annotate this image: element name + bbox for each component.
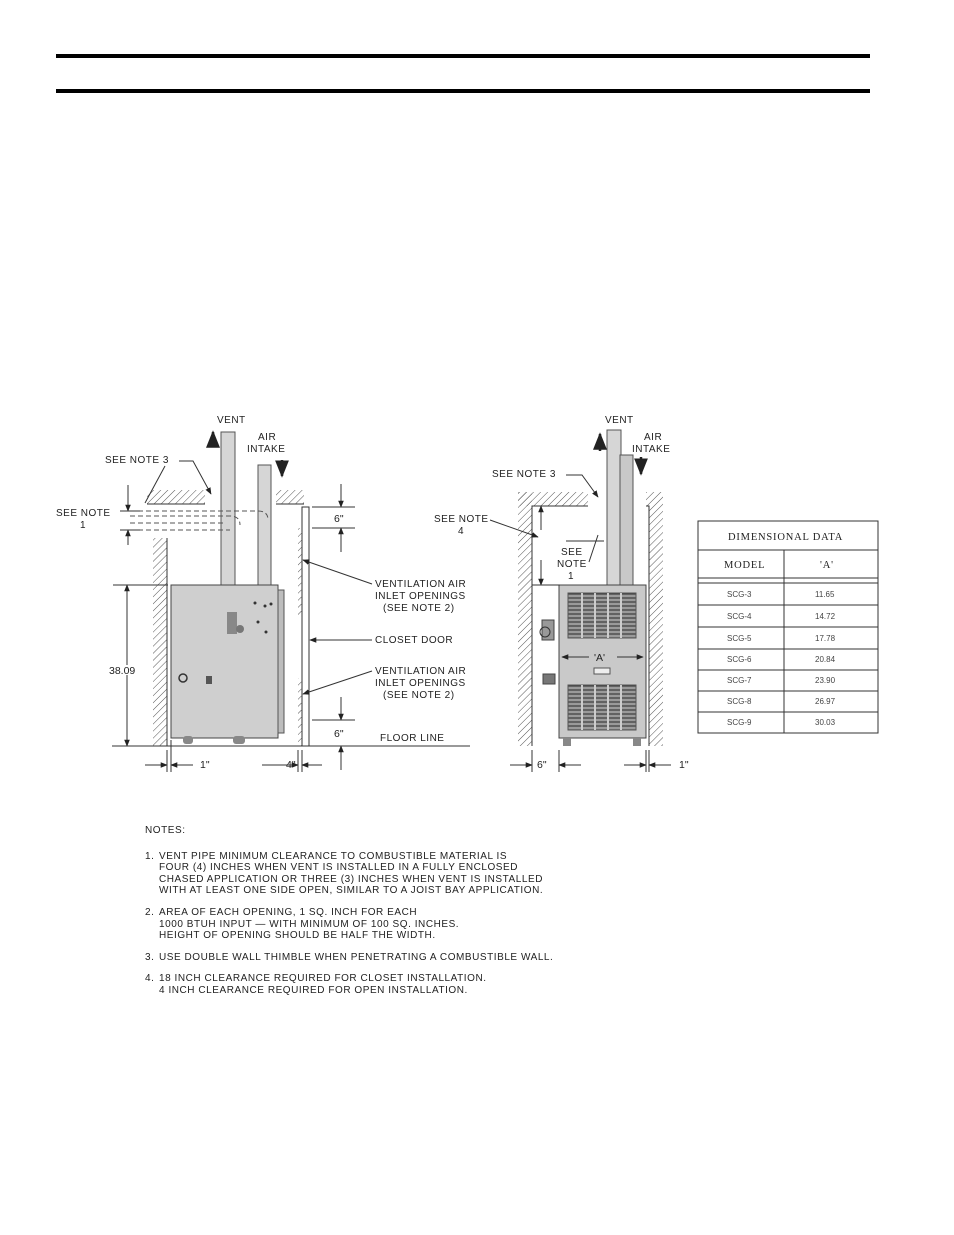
table-cell-a: 14.72: [815, 612, 836, 621]
note-line: 1000 BTUH INPUT — WITH MINIMUM OF 100 SQ…: [159, 918, 460, 930]
vent-air-lower-3: (SEE NOTE 2): [383, 690, 455, 701]
note-line: CHASED APPLICATION OR THREE (3) INCHES W…: [159, 873, 543, 885]
top-6in-value: 6": [334, 513, 344, 525]
closet-door-label: CLOSET DOOR: [375, 635, 453, 646]
table-cell-model: SCG-3: [727, 590, 752, 599]
left-vent-label: VENT: [217, 415, 246, 426]
right-note-4-number: 4: [458, 526, 464, 537]
notes-block: NOTES: 1. VENT PIPE MINIMUM CLEARANCE TO…: [145, 825, 625, 1007]
left-1in-value: 1": [200, 759, 210, 771]
bottom-6in-value: 6": [334, 728, 344, 740]
right-vent-pipe: [606, 429, 622, 591]
vent-air-upper-2: INLET OPENINGS: [375, 591, 466, 602]
left-closet-view: VENT AIR INTAKE SEE NOTE 3 SEE NOTE 1 38…: [56, 415, 470, 772]
width-a-label: 'A': [594, 652, 605, 664]
note-line: VENT PIPE MINIMUM CLEARANCE TO COMBUSTIB…: [159, 850, 508, 862]
table-cell-a: 17.78: [815, 634, 836, 643]
header-rule-top: [56, 54, 870, 58]
top-6in-dimension: [312, 484, 355, 552]
right-bottom-dimensions: [510, 750, 671, 772]
note-line: 18 INCH CLEARANCE REQUIRED FOR CLOSET IN…: [159, 973, 487, 985]
left-note3-leader-2: [144, 465, 166, 504]
left-air-label: AIR: [258, 432, 276, 443]
right-intake-pipe: [619, 454, 634, 591]
note-line: FOUR (4) INCHES WHEN VENT IS INSTALLED I…: [159, 862, 519, 874]
left-note3-leader: [179, 460, 212, 495]
note-number: 3.: [145, 951, 155, 963]
right-alcove-walls: [518, 492, 663, 746]
right-note4-leader: [489, 519, 539, 538]
bottom-6in-dimension: [312, 697, 355, 770]
table-cell-a: 11.65: [815, 590, 835, 599]
right-note3-leader: [566, 474, 599, 498]
table-cell-model: SCG-8: [727, 697, 752, 706]
right-note1-dimension: [566, 534, 604, 563]
table-cell-a: 26.97: [815, 697, 836, 706]
table-header-model: MODEL: [724, 560, 765, 571]
left-note-1-number: 1: [80, 520, 86, 531]
table-cell-model: SCG-7: [727, 676, 752, 685]
left-see-note-1-label: SEE NOTE: [56, 508, 111, 519]
vent-air-lower-2: INLET OPENINGS: [375, 678, 466, 689]
note-line: 4 INCH CLEARANCE REQUIRED FOR OPEN INSTA…: [159, 984, 468, 996]
height-dimension: [113, 584, 168, 747]
height-value: 38.09: [109, 665, 135, 677]
table-cell-model: SCG-4: [727, 612, 752, 621]
right-see-note-4-label: SEE NOTE: [434, 514, 489, 525]
note-item: 3. USE DOUBLE WALL THIMBLE WHEN PENETRAT…: [145, 952, 625, 964]
note-item: 4. 18 INCH CLEARANCE REQUIRED FOR CLOSET…: [145, 973, 625, 996]
note-line: AREA OF EACH OPENING, 1 SQ. INCH FOR EAC…: [159, 906, 418, 918]
note-line: WITH AT LEAST ONE SIDE OPEN, SIMILAR TO …: [159, 885, 544, 897]
table-cell-a: 20.84: [815, 655, 836, 664]
furnace-front-view: [539, 584, 647, 746]
right-see-note-3-label: SEE NOTE 3: [492, 469, 556, 480]
left-bottom-dimensions: [145, 740, 322, 772]
furnace-side-view: [170, 584, 285, 744]
note-item: 1. VENT PIPE MINIMUM CLEARANCE TO COMBUS…: [145, 851, 625, 897]
header-rule-bottom: [56, 89, 870, 93]
note-number: 2.: [145, 906, 155, 918]
vent-air-lower-leader: [302, 670, 373, 695]
note-item: 2. AREA OF EACH OPENING, 1 SQ. INCH FOR …: [145, 907, 625, 942]
left-note1-dimension: [120, 485, 140, 545]
horizontal-vent-dashed: [130, 510, 269, 531]
dimensional-data-table: DIMENSIONAL DATA MODEL 'A' SCG-3 11.65 S…: [697, 520, 879, 734]
vent-air-upper-3: (SEE NOTE 2): [383, 603, 455, 614]
note-line: USE DOUBLE WALL THIMBLE WHEN PENETRATING…: [159, 951, 554, 963]
vent-air-lower-1: VENTILATION AIR: [375, 666, 466, 677]
air-intake-pipe: [257, 464, 272, 588]
table-title: DIMENSIONAL DATA: [728, 532, 843, 543]
vent-air-upper-leader: [302, 559, 373, 585]
right-note4-dimension: [532, 505, 560, 586]
table-cell-model: SCG-5: [727, 634, 752, 643]
table-cell-model: SCG-9: [727, 718, 752, 727]
floor-line-label: FLOOR LINE: [380, 733, 444, 744]
table-cell-model: SCG-6: [727, 655, 752, 664]
note-number: 4.: [145, 973, 155, 985]
left-intake-label: INTAKE: [247, 444, 285, 455]
vent-pipe: [220, 431, 236, 588]
note-line: HEIGHT OF OPENING SHOULD BE HALF THE WID…: [159, 930, 436, 942]
right-alcove-view: 'A' VENT AIR INTAKE SEE NOTE 3 SEE NOTE …: [434, 415, 689, 772]
left-see-note-3-label: SEE NOTE 3: [105, 455, 169, 466]
note-number: 1.: [145, 850, 155, 862]
table-cell-a: 30.03: [815, 718, 836, 727]
closet-door: [298, 506, 310, 747]
left-4in-value: 4": [286, 759, 296, 771]
right-vent-label: VENT: [605, 415, 634, 426]
right-intake-label: INTAKE: [632, 444, 670, 455]
table-header-a: 'A': [820, 560, 834, 571]
vent-air-upper-1: VENTILATION AIR: [375, 579, 466, 590]
right-note-label: NOTE: [557, 559, 587, 570]
left-wall: [147, 490, 304, 746]
right-see-label: SEE: [561, 547, 583, 558]
right-air-label: AIR: [644, 432, 662, 443]
notes-title: NOTES:: [145, 825, 186, 836]
table-cell-a: 23.90: [815, 676, 836, 685]
right-1in-value: 1": [679, 759, 689, 771]
right-note-1-number: 1: [568, 571, 574, 582]
right-6in-value: 6": [537, 759, 547, 771]
